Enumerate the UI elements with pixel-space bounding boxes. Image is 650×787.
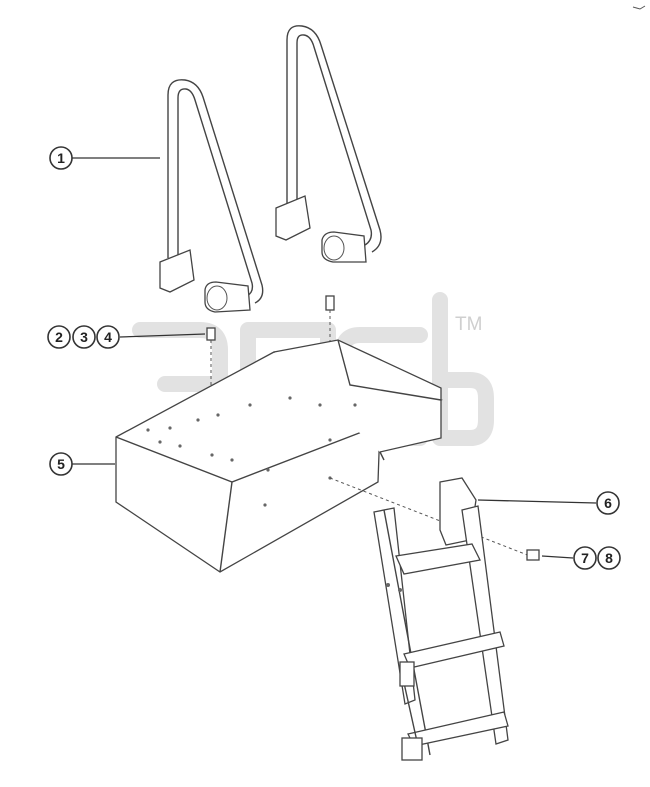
corner-mark (632, 5, 646, 10)
handrail-left (159, 79, 264, 313)
callout-6: 6 (596, 491, 620, 515)
callout-2-label: 2 (55, 329, 63, 345)
callout-2: 2 (47, 325, 71, 349)
callout-7: 7 (573, 546, 597, 570)
callout-7-label: 7 (581, 550, 589, 566)
callout-8-label: 8 (605, 550, 613, 566)
callout-1: 1 (49, 146, 73, 170)
ladder (373, 477, 509, 761)
callout-3-label: 3 (80, 329, 88, 345)
handrail-right (275, 25, 382, 263)
callout-8: 8 (597, 546, 621, 570)
callout-5: 5 (49, 452, 73, 476)
callout-3: 3 (72, 325, 96, 349)
step-box (115, 339, 443, 573)
callout-5-label: 5 (57, 456, 65, 472)
callout-leaders (72, 157, 597, 559)
ladder-bolt (329, 477, 540, 561)
callout-4-label: 4 (104, 329, 112, 345)
callout-4: 4 (96, 325, 120, 349)
callout-1-label: 1 (57, 150, 65, 166)
mounting-holes (146, 396, 357, 507)
callout-6-label: 6 (604, 495, 612, 511)
watermark-trademark: TM (455, 314, 482, 335)
